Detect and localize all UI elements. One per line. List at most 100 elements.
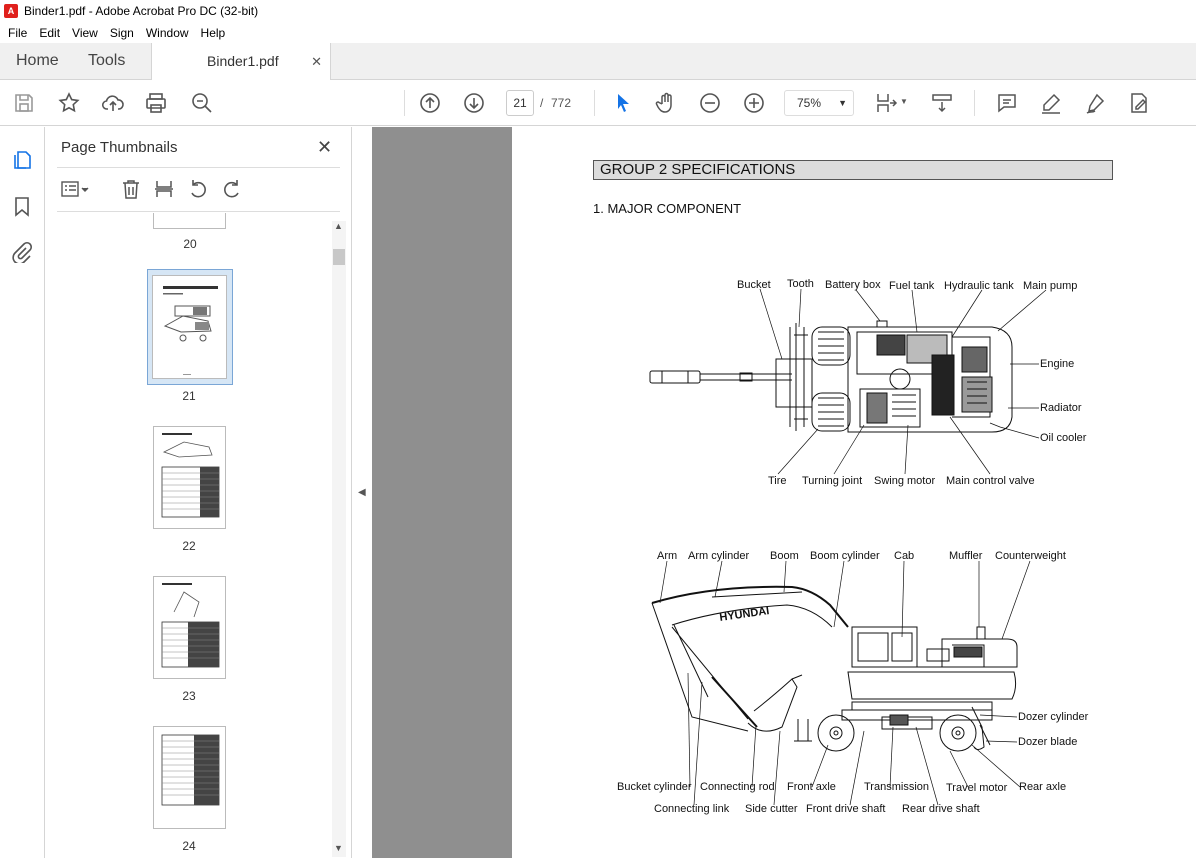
- thumbnail-label: 23: [182, 689, 196, 703]
- acrobat-icon: A: [4, 4, 18, 18]
- label-counterweight: Counterweight: [995, 550, 1066, 562]
- brand-mark: HYUNDAI: [719, 605, 770, 624]
- bookmark-icon[interactable]: [11, 195, 33, 217]
- label-main-control-valve: Main control valve: [946, 475, 1035, 487]
- label-turning-joint: Turning joint: [802, 475, 863, 487]
- close-tab-icon[interactable]: ✕: [311, 54, 322, 69]
- scroll-down-icon[interactable]: ▼: [334, 843, 343, 853]
- label-front-drive-shaft: Front drive shaft: [806, 803, 886, 815]
- print-icon[interactable]: [144, 91, 168, 115]
- toolbar-separator: [404, 90, 405, 116]
- menu-view[interactable]: View: [72, 25, 98, 40]
- label-side-cutter: Side cutter: [745, 803, 798, 815]
- rotate-left-icon[interactable]: [187, 178, 209, 200]
- draw-icon[interactable]: [1083, 91, 1107, 115]
- tab-tools[interactable]: Tools: [88, 52, 126, 69]
- menu-window[interactable]: Window: [145, 25, 189, 40]
- thumbnail-page[interactable]: [153, 726, 226, 829]
- extract-pages-icon[interactable]: [153, 178, 175, 200]
- zoom-search-icon[interactable]: [190, 91, 214, 115]
- close-panel-icon[interactable]: ✕: [317, 137, 333, 157]
- panel-collapse-strip[interactable]: ◀: [352, 127, 372, 858]
- next-page-icon[interactable]: [462, 91, 486, 115]
- thumbnail-page[interactable]: [152, 275, 227, 379]
- label-main-pump: Main pump: [1023, 280, 1078, 292]
- zoom-out-icon[interactable]: [698, 91, 722, 115]
- hand-tool-icon[interactable]: [654, 91, 678, 115]
- label-radiator: Radiator: [1040, 402, 1082, 414]
- tab-document[interactable]: Binder1.pdf ✕: [151, 43, 331, 80]
- star-icon[interactable]: [57, 91, 81, 115]
- chevron-down-icon: ▼: [838, 98, 847, 108]
- zoom-select[interactable]: 75% ▼: [784, 90, 854, 116]
- highlight-pen-icon[interactable]: [1039, 91, 1063, 115]
- label-tire: Tire: [768, 475, 787, 487]
- label-transmission: Transmission: [864, 781, 929, 793]
- label-arm: Arm: [657, 550, 678, 562]
- divider: [57, 167, 340, 168]
- label-dozer-blade: Dozer blade: [1018, 736, 1078, 748]
- rotate-right-icon[interactable]: [221, 178, 243, 200]
- page-count: 772: [551, 96, 572, 110]
- thumbnail-page[interactable]: [153, 213, 226, 229]
- scroll-up-icon[interactable]: ▲: [334, 221, 343, 231]
- document-tab-label: Binder1.pdf: [207, 53, 279, 69]
- save-icon[interactable]: [12, 91, 36, 115]
- thumbnail-list: 20 21: [45, 213, 345, 858]
- menu-help[interactable]: Help: [200, 25, 226, 40]
- attachment-icon[interactable]: [11, 241, 33, 265]
- thumbnail-options-icon[interactable]: [60, 178, 89, 200]
- label-dozer-cylinder: Dozer cylinder: [1018, 711, 1089, 723]
- menu-edit[interactable]: Edit: [39, 25, 61, 40]
- thumbnail-page[interactable]: [153, 576, 226, 679]
- comment-icon[interactable]: [995, 91, 1019, 115]
- tab-home[interactable]: Home: [16, 52, 59, 69]
- thumbnail-label: 20: [183, 237, 197, 251]
- thumbnail-scrollbar[interactable]: ▲ ▼: [332, 221, 346, 857]
- label-tooth: Tooth: [787, 278, 814, 290]
- label-hydraulic-tank: Hydraulic tank: [944, 280, 1014, 292]
- toolbar-separator: [594, 90, 595, 116]
- toolbar: [0, 80, 1196, 126]
- page-number-input[interactable]: 21: [506, 90, 534, 116]
- title-bar: A Binder1.pdf - Adobe Acrobat Pro DC (32…: [0, 0, 1196, 22]
- panel-title: Page Thumbnails: [61, 139, 178, 156]
- label-bucket: Bucket: [737, 279, 771, 291]
- window-title: Binder1.pdf - Adobe Acrobat Pro DC (32-b…: [24, 4, 259, 18]
- thumbnail-label: 22: [182, 539, 196, 553]
- toolbar-separator: [974, 90, 975, 116]
- thumbnail-page[interactable]: [153, 426, 226, 529]
- section-title: 1. MAJOR COMPONENT: [593, 201, 742, 216]
- delete-icon[interactable]: [120, 178, 142, 200]
- chevron-down-icon[interactable]: ▼: [900, 97, 908, 106]
- previous-page-icon[interactable]: [418, 91, 442, 115]
- collapse-left-icon[interactable]: ◀: [358, 487, 366, 498]
- zoom-in-icon[interactable]: [742, 91, 766, 115]
- label-swing-motor: Swing motor: [874, 475, 936, 487]
- label-bucket-cylinder: Bucket cylinder: [617, 781, 692, 793]
- fill-sign-icon[interactable]: [1127, 91, 1151, 115]
- scroll-thumb[interactable]: [333, 249, 345, 265]
- label-connecting-link: Connecting link: [654, 803, 730, 815]
- cloud-upload-icon[interactable]: [101, 91, 125, 115]
- label-arm-cylinder: Arm cylinder: [688, 550, 750, 562]
- page-separator: /: [540, 96, 544, 110]
- menu-bar: File Edit View Sign Window Help: [0, 22, 1196, 43]
- label-fuel-tank: Fuel tank: [889, 280, 935, 292]
- label-front-axle: Front axle: [787, 781, 836, 793]
- page-thumbnails-icon[interactable]: [11, 149, 33, 171]
- label-boom: Boom: [770, 550, 799, 562]
- select-cursor-icon[interactable]: [611, 91, 635, 115]
- group-header: GROUP 2 SPECIFICATIONS: [593, 160, 1113, 180]
- label-connecting-rod: Connecting rod: [700, 781, 775, 793]
- label-rear-drive-shaft: Rear drive shaft: [902, 803, 980, 815]
- page-fit-icon[interactable]: [874, 91, 898, 115]
- menu-sign[interactable]: Sign: [109, 25, 134, 40]
- label-travel-motor: Travel motor: [946, 782, 1008, 794]
- excavator-diagram: HYUNDAI: [649, 288, 1047, 806]
- zoom-value: 75%: [797, 96, 822, 110]
- menu-file[interactable]: File: [8, 25, 28, 40]
- divider: [57, 211, 340, 212]
- scroll-mode-icon[interactable]: [930, 91, 954, 115]
- thumbnail-label: 24: [182, 839, 196, 853]
